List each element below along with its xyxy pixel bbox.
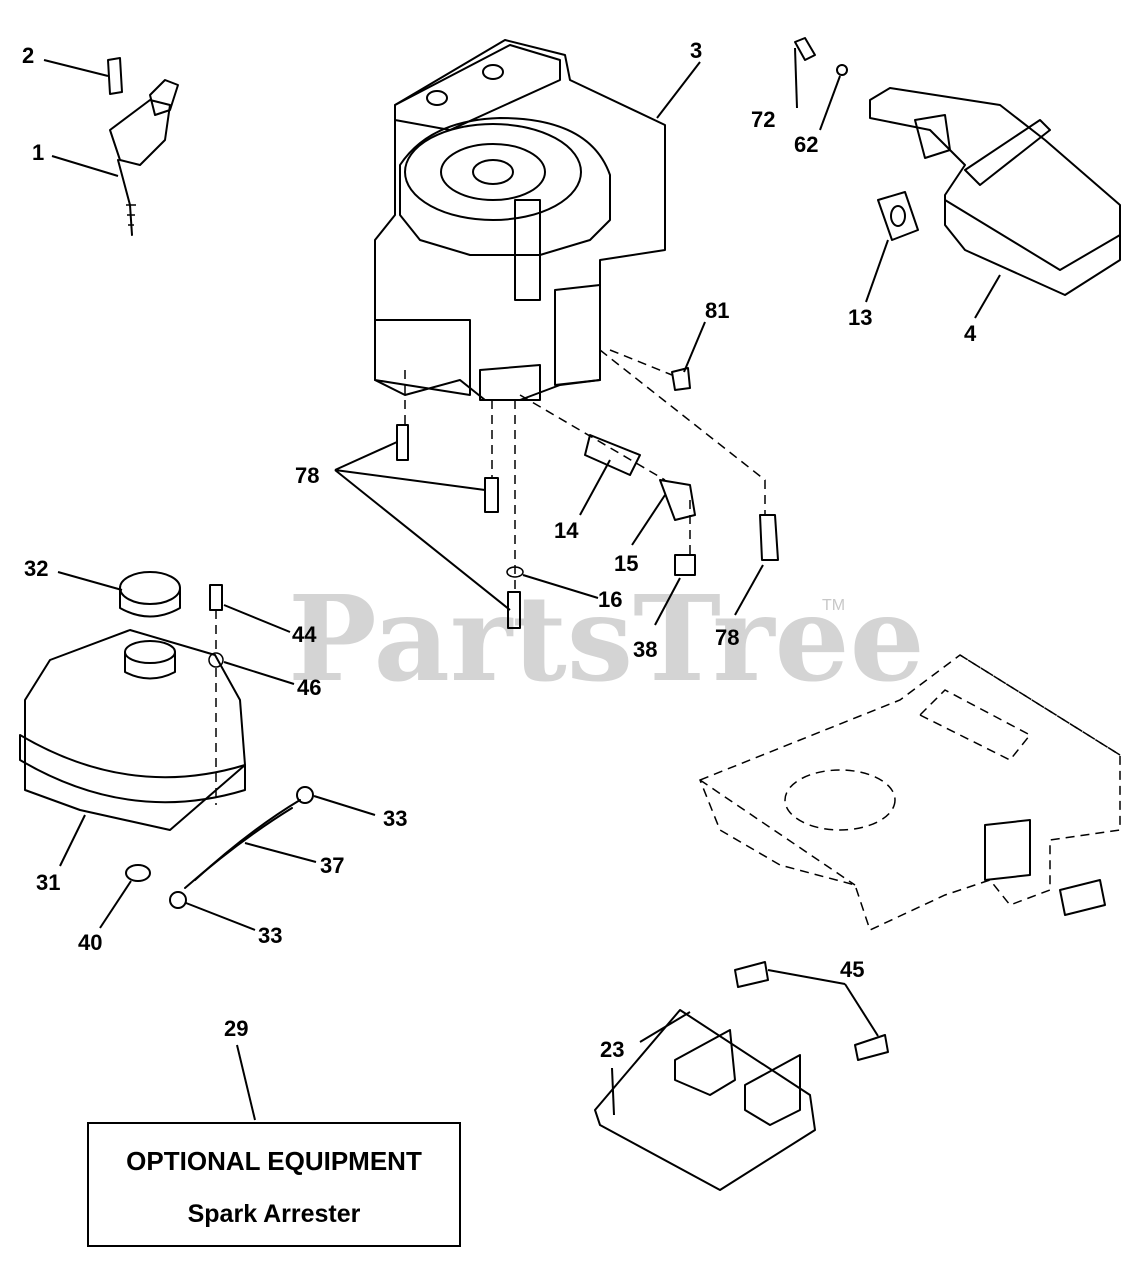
callout-15: 15 [614,551,638,576]
callout-3: 3 [690,38,702,63]
engine-part [374,39,666,401]
callout-37: 37 [320,853,344,878]
callout-38: 38 [633,637,657,662]
callout-2: 2 [22,43,34,68]
heat-shield-part [594,961,889,1191]
callout-33-b: 33 [258,923,282,948]
callout-4: 4 [964,321,977,346]
optional-equipment-box: OPTIONAL EQUIPMENT Spark Arrester [87,1122,461,1247]
callout-78-a: 78 [295,463,319,488]
callout-62: 62 [794,132,818,157]
callouts: 2 1 3 72 62 13 4 81 78 14 15 16 38 78 32… [22,38,977,1062]
watermark-trademark: TM [822,597,845,614]
callout-13: 13 [848,305,872,330]
muffler-part [794,37,1121,296]
callout-16: 16 [598,587,622,612]
callout-45: 45 [840,957,864,982]
callout-46: 46 [297,675,321,700]
fuel-tank-part [19,571,314,909]
engine-hardware [396,349,779,629]
callout-40: 40 [78,930,102,955]
callout-29: 29 [224,1016,248,1041]
optional-equipment-title: OPTIONAL EQUIPMENT [126,1146,422,1176]
callout-23: 23 [600,1037,624,1062]
callout-81: 81 [705,298,729,323]
throttle-control-part [107,57,179,236]
watermark: PartsTree [288,569,925,708]
callout-44: 44 [292,622,317,647]
callout-33-a: 33 [383,806,407,831]
callout-72: 72 [751,107,775,132]
optional-equipment-subtitle: Spark Arrester [188,1200,361,1228]
callout-32: 32 [24,556,48,581]
callout-78-b: 78 [715,625,739,650]
callout-31: 31 [36,870,60,895]
leader-lines [43,47,1001,1121]
callout-1: 1 [32,140,44,165]
engine-mount-plate [699,654,1121,932]
callout-14: 14 [554,518,579,543]
